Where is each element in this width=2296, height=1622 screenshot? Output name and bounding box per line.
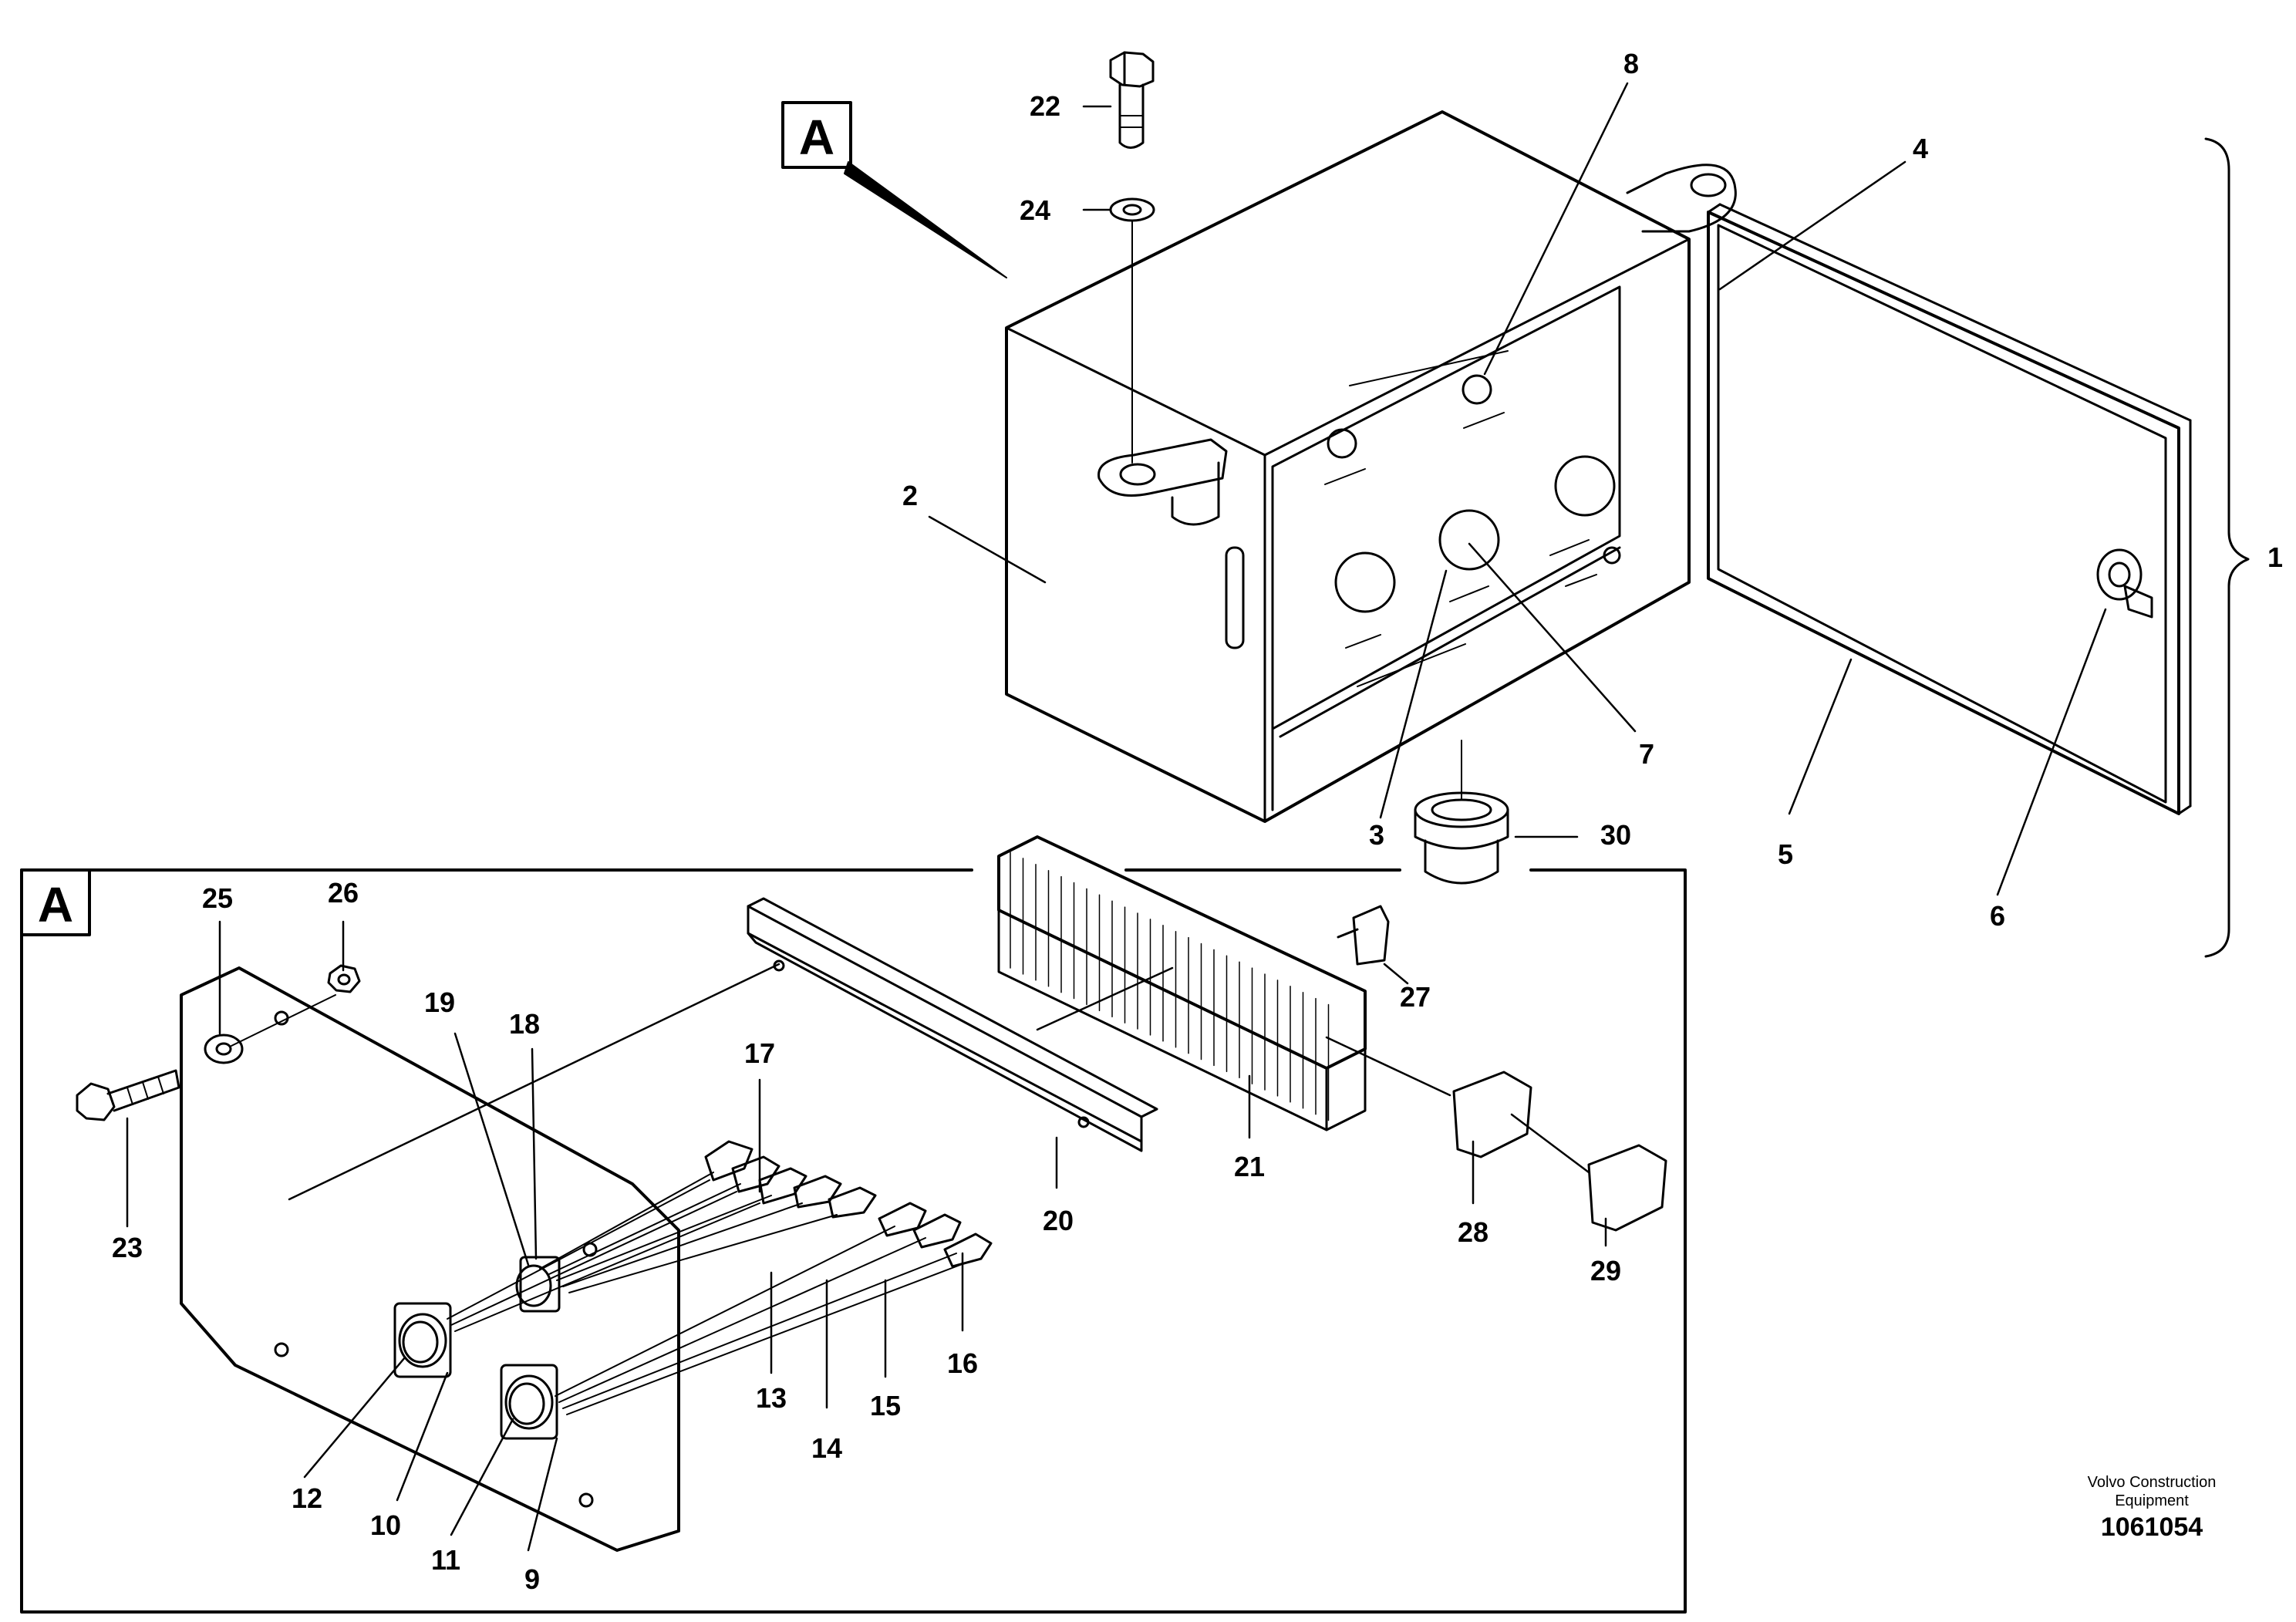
callout-8: 8 bbox=[1623, 48, 1639, 79]
callout-16: 16 bbox=[947, 1347, 978, 1379]
connectors bbox=[393, 1256, 561, 1440]
callout-29: 29 bbox=[1590, 1255, 1621, 1286]
callout-12: 12 bbox=[292, 1482, 322, 1514]
callout-14: 14 bbox=[811, 1432, 842, 1464]
callout-25: 25 bbox=[202, 882, 233, 914]
mounting-plate bbox=[180, 966, 680, 1552]
view-tag-label: A bbox=[799, 110, 834, 165]
publisher-name-line2: Equipment bbox=[2115, 1492, 2189, 1509]
electrical-box bbox=[1005, 110, 1737, 823]
callout-9: 9 bbox=[524, 1563, 540, 1595]
callout-30: 30 bbox=[1600, 819, 1631, 851]
callout-22: 22 bbox=[1030, 90, 1060, 122]
grommet bbox=[1414, 740, 1509, 885]
wire-harness-13-16 bbox=[555, 1202, 993, 1415]
publisher-name-line1: Volvo Construction bbox=[2087, 1474, 2217, 1491]
drawing-number: 1061054 bbox=[2100, 1512, 2203, 1542]
callout-1: 1 bbox=[2267, 541, 2283, 573]
callout-7: 7 bbox=[1639, 738, 1654, 770]
din-rail bbox=[747, 897, 1158, 1152]
callout-2: 2 bbox=[902, 480, 918, 511]
bolt-and-washer bbox=[1109, 51, 1155, 464]
view-direction-arrow bbox=[781, 101, 1007, 278]
callout-5: 5 bbox=[1778, 838, 1793, 870]
callout-19: 19 bbox=[424, 986, 455, 1018]
callout-10: 10 bbox=[370, 1509, 401, 1541]
terminal-block bbox=[997, 835, 1367, 1131]
callout-labels: 1 2 3 4 5 6 7 8 9 10 11 12 13 14 15 16 1… bbox=[38, 48, 2283, 1595]
detail-tag-label: A bbox=[38, 877, 73, 932]
callout-6: 6 bbox=[1990, 900, 2005, 932]
detail-view-frame bbox=[20, 868, 1687, 1614]
callout-27: 27 bbox=[1400, 981, 1431, 1013]
leader-lines bbox=[126, 82, 2250, 1552]
terminal-block-ribs bbox=[1010, 851, 1330, 1121]
wire-harness-17 bbox=[447, 1140, 877, 1332]
callout-21: 21 bbox=[1234, 1151, 1265, 1182]
callout-17: 17 bbox=[744, 1037, 775, 1069]
callout-26: 26 bbox=[328, 877, 359, 909]
box-door bbox=[1707, 203, 2192, 815]
callout-18: 18 bbox=[509, 1008, 540, 1040]
callout-23: 23 bbox=[112, 1232, 143, 1263]
callout-13: 13 bbox=[756, 1382, 787, 1414]
callout-28: 28 bbox=[1458, 1216, 1489, 1248]
callout-24: 24 bbox=[1020, 194, 1050, 226]
callout-15: 15 bbox=[870, 1390, 901, 1421]
publisher-credit: Volvo Construction Equipment 1061054 bbox=[2067, 1473, 2237, 1544]
callout-4: 4 bbox=[1913, 133, 1928, 164]
callout-20: 20 bbox=[1043, 1205, 1074, 1236]
callout-3: 3 bbox=[1369, 819, 1384, 851]
callout-11: 11 bbox=[431, 1544, 460, 1576]
plate-bolt-set bbox=[76, 964, 361, 1121]
end-stops bbox=[1337, 905, 1667, 1232]
